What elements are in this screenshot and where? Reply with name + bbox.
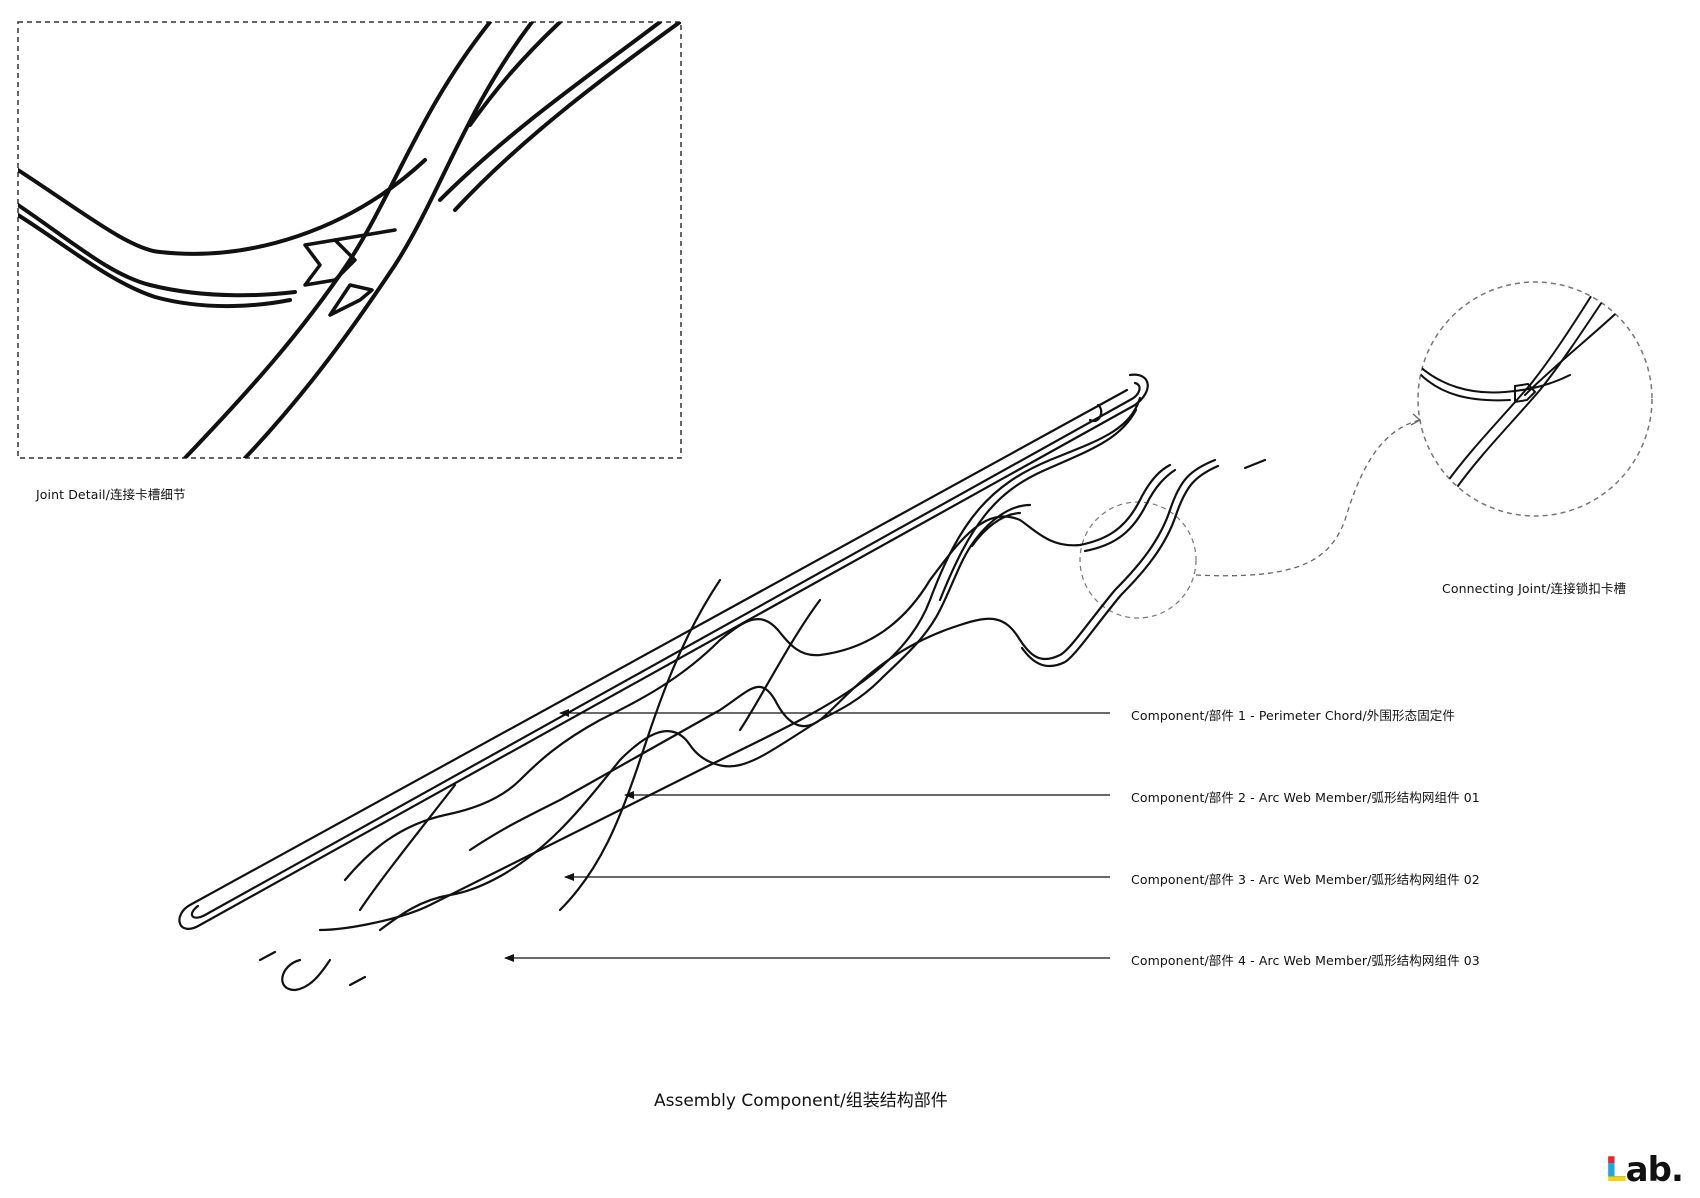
lab-logo: Lab. <box>1605 1150 1684 1190</box>
arc-web-member-01 <box>468 458 1220 852</box>
assembly-title: Assembly Component/组装结构部件 <box>654 1091 948 1111</box>
component-4-label: Component/部件 4 - Arc Web Member/弧形结构网组件 … <box>1131 953 1480 968</box>
joint-detail-frame <box>17 21 682 459</box>
rod-ends <box>258 403 1267 992</box>
leader-lines <box>504 709 1110 962</box>
component-1-label: Component/部件 1 - Perimeter Chord/外围形态固定件 <box>1131 708 1455 723</box>
logo-text: Lab. <box>1605 1150 1684 1190</box>
component-2-label: Component/部件 2 - Arc Web Member/弧形结构网组件 … <box>1131 790 1480 805</box>
arc-web-member-03 <box>358 503 1032 932</box>
connecting-joint-circle <box>1079 281 1653 619</box>
assembly-drawing <box>178 373 1267 992</box>
component-3-label: Component/部件 3 - Arc Web Member/弧形结构网组件 … <box>1131 872 1480 887</box>
connecting-joint-label: Connecting Joint/连接锁扣卡槽 <box>1442 581 1627 596</box>
perimeter-chord <box>178 373 1149 932</box>
arc-web-member-02 <box>343 463 1177 882</box>
joint-detail-label: Joint Detail/连接卡槽细节 <box>36 487 186 502</box>
